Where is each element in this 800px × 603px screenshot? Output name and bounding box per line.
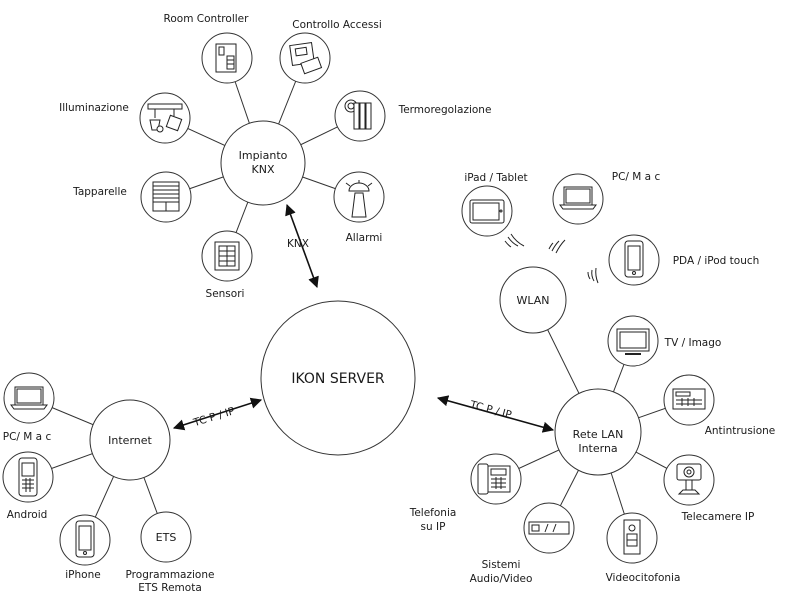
- videocitofonia-node: Videocitofonia: [606, 512, 681, 584]
- ets-remote-label-line2: ETS Remota: [138, 582, 202, 594]
- ets-node: ETS: [140, 511, 192, 563]
- termoregolazione-node: Termoregolazione: [334, 90, 492, 142]
- sensor-panel-icon: [214, 241, 240, 271]
- lan-link-label: TC P / IP: [468, 399, 513, 422]
- tablet-icon: [469, 199, 505, 224]
- pda-icon: [624, 240, 644, 278]
- internet-hub: Internet: [89, 399, 171, 481]
- access-card-icon: [289, 42, 323, 75]
- ipad-label: iPad / Tablet: [464, 172, 527, 184]
- antintrusione-node: Antintrusione: [663, 374, 776, 437]
- audio-player-icon: [528, 521, 570, 535]
- knx-hub-line1: Impianto: [239, 149, 288, 162]
- internet-hub-label: Internet: [108, 434, 152, 447]
- wlan-hub-label: WLAN: [516, 294, 549, 307]
- radiator-icon: [344, 99, 372, 130]
- wlan-hub: WLAN: [499, 266, 567, 334]
- lan-arrow: [436, 395, 555, 433]
- audio-video-node: Sistemi Audio/Video: [470, 502, 575, 585]
- wifi-waves: [504, 233, 599, 284]
- lan-hub-line1: Rete LAN: [573, 428, 624, 441]
- tv-node: TV / Imago: [607, 315, 722, 367]
- android-node: Android: [2, 451, 54, 521]
- alarm-keypad-icon: [672, 388, 706, 410]
- tv-icon: [616, 328, 650, 355]
- room-controller-node: Room Controller: [164, 13, 253, 84]
- link-arrows: [172, 203, 555, 433]
- internet-arrow: [172, 397, 263, 431]
- siren-icon: [345, 180, 373, 218]
- audio-video-label-line1: Sistemi: [482, 559, 521, 571]
- pda-label: PDA / iPod touch: [673, 255, 760, 267]
- telecamere-node: Telecamere IP: [663, 454, 755, 523]
- sensori-label: Sensori: [206, 288, 245, 300]
- android-label: Android: [7, 509, 48, 521]
- wlan-pc-label: PC/ M a c: [612, 171, 661, 183]
- controllo-accessi-label: Controllo Accessi: [292, 19, 382, 31]
- internet-link-label: TC P / IP: [191, 405, 236, 429]
- ip-phone-icon: [477, 463, 511, 495]
- tapparelle-label: Tapparelle: [72, 186, 127, 198]
- wlan-pc-node: PC/ M a c: [552, 171, 661, 225]
- tapparelle-node: Tapparelle: [72, 171, 192, 223]
- android-phone-icon: [18, 457, 38, 497]
- ip-camera-icon: [676, 463, 702, 495]
- tv-label: TV / Imago: [664, 337, 722, 349]
- wifi-signal-icon: [548, 239, 566, 254]
- knx-link-label: KNX: [287, 238, 309, 250]
- allarmi-node: Allarmi: [333, 171, 385, 244]
- knx-hub-line2: KNX: [252, 163, 275, 176]
- videocitofonia-label: Videocitofonia: [606, 572, 681, 584]
- ets-remote-label-line1: Programmazione: [126, 569, 215, 581]
- knx-arrow: [285, 203, 319, 289]
- iphone-label: iPhone: [65, 569, 100, 581]
- shutter-icon: [152, 181, 180, 212]
- telefonia-node: Telefonia su IP: [409, 453, 522, 533]
- ipad-node: iPad / Tablet: [461, 172, 528, 237]
- audio-video-label-line2: Audio/Video: [470, 573, 533, 585]
- iphone-node: iPhone: [59, 514, 111, 581]
- internet-pc-label: PC/ M a c: [3, 431, 52, 443]
- illuminazione-label: Illuminazione: [59, 102, 129, 114]
- controllo-accessi-node: Controllo Accessi: [279, 19, 382, 84]
- lan-hub: Rete LAN Interna: [554, 388, 642, 476]
- ets-node-label: ETS: [156, 531, 177, 544]
- video-intercom-icon: [623, 519, 641, 555]
- wifi-signal-icon: [587, 267, 599, 284]
- wifi-signal-icon: [504, 233, 525, 248]
- knx-hub: Impianto KNX: [220, 120, 306, 206]
- illuminazione-node: Illuminazione: [59, 92, 191, 144]
- room-controller-icon: [215, 43, 237, 73]
- lighting-icon: [147, 103, 183, 133]
- lan-hub-line2: Interna: [578, 442, 617, 455]
- ikon-server-label: IKON SERVER: [291, 371, 385, 387]
- telecamere-label: Telecamere IP: [681, 511, 755, 523]
- termoregolazione-label: Termoregolazione: [398, 104, 492, 116]
- laptop-icon: [10, 386, 48, 410]
- wlan-laptop-icon: [559, 186, 597, 210]
- pda-node: PDA / iPod touch: [608, 234, 760, 286]
- sensori-node: Sensori: [201, 230, 253, 300]
- telefonia-label-line2: su IP: [421, 521, 446, 533]
- ikon-server-node: IKON SERVER: [260, 300, 416, 456]
- internet-pc-node: PC/ M a c: [3, 372, 55, 443]
- telefonia-label-line1: Telefonia: [409, 507, 457, 519]
- iphone-icon: [75, 520, 95, 558]
- antintrusione-label: Antintrusione: [705, 425, 776, 437]
- room-controller-label: Room Controller: [164, 13, 250, 25]
- allarmi-label: Allarmi: [346, 232, 383, 244]
